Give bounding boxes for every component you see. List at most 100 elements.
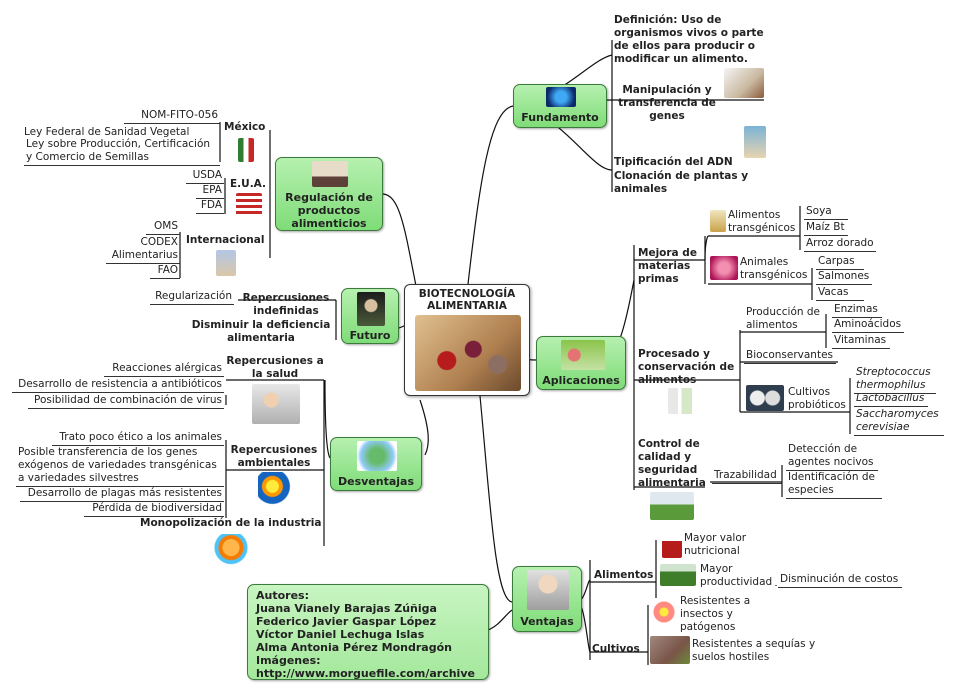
futuro-label: Futuro	[349, 329, 391, 342]
transferencia-item: Posible transferencia de los genes exóge…	[16, 446, 224, 487]
regularizacion-item: Regularización	[150, 290, 234, 305]
branch-fundamento[interactable]: Fundamento	[513, 84, 607, 128]
reacciones-item: Reacciones alérgicas	[104, 362, 224, 377]
manipulacion-text: Manipulación y transferencia de genes	[618, 84, 716, 122]
cultivos-probioticos: Cultivos probióticos	[788, 386, 846, 411]
tipificacion-text: Tipificación del ADN	[614, 156, 733, 168]
deteccion-item: Detección de agentes nocivos	[786, 443, 878, 471]
repercusiones-ambientales: Repercusiones ambientales	[230, 444, 318, 469]
resistencia-item: Desarrollo de resistencia a antibióticos	[12, 378, 224, 393]
dry-soil-image	[650, 636, 690, 664]
central-topic[interactable]: BIOTECNOLOGÍA ALIMENTARIA	[404, 284, 530, 396]
internacional-label: Internacional	[186, 234, 265, 246]
lactobacillus-item: Lactobacillus	[854, 392, 928, 407]
fda-item: FDA	[196, 199, 224, 214]
identificacion-item: Identificación de especies	[786, 471, 882, 499]
field-image	[650, 492, 694, 520]
branch-regulacion[interactable]: Regulación de productos alimenticios	[275, 157, 383, 231]
resistentes-insectos: Resistentes a insectos y patógenos	[680, 595, 751, 633]
codex-item: CODEX Alimentarius	[106, 236, 180, 264]
authors-line: Federico Javier Gaspar López	[256, 615, 436, 628]
chef-image	[527, 570, 569, 610]
branch-futuro[interactable]: Futuro	[341, 288, 399, 344]
salmones-item: Salmones	[816, 270, 872, 285]
enzimas-item: Enzimas	[832, 303, 882, 318]
food-photo	[415, 315, 521, 391]
scientist-image	[252, 384, 300, 424]
authors-line: Imágenes:	[256, 654, 321, 667]
desventajas-label: Desventajas	[337, 475, 415, 488]
authors-line: Víctor Daniel Lechuga Islas	[256, 628, 425, 641]
arroz-item: Arroz dorado	[804, 237, 876, 252]
carpas-item: Carpas	[816, 255, 864, 270]
virus-item: Posibilidad de combinación de virus	[28, 394, 224, 409]
corn-image	[710, 210, 726, 232]
authors-line: Autores:	[256, 589, 309, 602]
mejora-label: Mejora de materias primas	[638, 247, 697, 285]
trazabilidad: Trazabilidad	[712, 469, 782, 484]
definicion-text: Definición: Uso de organismos vivos o pa…	[614, 14, 764, 65]
control-label: Control de calidad y seguridad alimentar…	[638, 438, 706, 489]
regulacion-label: Regulación de productos alimenticios	[285, 191, 373, 230]
monopolizacion: Monopolización de la industria	[140, 517, 322, 529]
bottles-image	[668, 388, 702, 414]
people-image	[216, 250, 236, 276]
biodiversidad-item: Pérdida de biodiversidad	[84, 502, 224, 517]
streptococcus-item: Streptococcus thermophilus	[854, 366, 936, 394]
procesado-label: Procesado y conservación de alimentos	[638, 348, 735, 386]
produccion-alimentos: Producción de alimentos	[746, 306, 820, 331]
vitaminas-item: Vitaminas	[832, 334, 890, 349]
plagas-item: Desarrollo de plagas más resistentes	[20, 487, 224, 502]
vitamins-image	[662, 530, 682, 558]
usa-flag-image	[236, 193, 262, 217]
epa-item: EPA	[196, 184, 224, 199]
maiz-item: Maíz Bt	[804, 221, 848, 236]
mexico-label: México	[224, 121, 266, 133]
disminucion-costos: Disminución de costos	[778, 573, 902, 588]
usda-item: USDA	[186, 169, 224, 184]
mayor-valor: Mayor valor nutricional	[684, 532, 747, 557]
authors-line: Alma Antonia Pérez Mondragón	[256, 641, 452, 654]
syringe-image	[724, 68, 764, 98]
resistentes-sequias: Resistentes a sequías y suelos hostiles	[692, 638, 816, 663]
hand-image	[214, 534, 248, 568]
mexico-flag-image	[238, 138, 254, 162]
trato-item: Trato poco ético a los animales	[52, 431, 224, 446]
globe-image	[357, 441, 397, 471]
cultures-image	[746, 385, 784, 411]
eua-label: E.U.A.	[230, 178, 266, 190]
authors-line: http://www.morguefile.com/archive	[256, 667, 475, 680]
oms-item: OMS	[146, 220, 180, 235]
authors-line: Juana Vianely Barajas Zúñiga	[256, 602, 437, 615]
mayor-productividad: Mayor productividad	[700, 563, 773, 588]
repercusiones-salud: Repercusiones a la salud	[226, 355, 324, 380]
ventajas-alimentos: Alimentos	[594, 569, 654, 581]
authors-box: Autores: Juana Vianely Barajas Zúñiga Fe…	[247, 584, 489, 680]
repercusiones-indefinidas: Repercusiones indefinidas	[242, 292, 330, 317]
branch-ventajas[interactable]: Ventajas	[512, 566, 582, 632]
meat-image	[710, 256, 738, 280]
ley-sanidad-item: Ley Federal de Sanidad Vegetal	[24, 126, 190, 138]
central-title: BIOTECNOLOGÍA ALIMENTARIA	[418, 288, 516, 312]
flower-image	[650, 598, 678, 626]
branch-desventajas[interactable]: Desventajas	[330, 437, 422, 491]
ley-semillas-item: Ley sobre Producción, Certificación y Co…	[24, 138, 220, 166]
alimentos-transgenicos: Alimentos transgénicos	[728, 209, 796, 234]
dna-image	[546, 87, 576, 107]
crops-image	[660, 564, 696, 586]
ventajas-cultivos: Cultivos	[592, 643, 640, 655]
fundamento-label: Fundamento	[521, 111, 599, 124]
vacas-item: Vacas	[816, 286, 864, 301]
soya-item: Soya	[804, 205, 848, 220]
sun-earth-image	[258, 472, 294, 508]
aminoacidos-item: Aminoácidos	[832, 318, 904, 333]
lab-tube-image	[744, 126, 766, 158]
futuro-image	[357, 292, 385, 326]
saccharomyces-item: Saccharomyces cerevisiae	[854, 408, 944, 436]
vegetables-image	[561, 340, 605, 370]
scale-image	[312, 161, 348, 187]
disminuir-deficiencia: Disminuir la deficiencia alimentaria	[191, 319, 331, 344]
aplicaciones-label: Aplicaciones	[542, 374, 620, 387]
animales-transgenicos: Animales transgénicos	[740, 256, 808, 281]
branch-aplicaciones[interactable]: Aplicaciones	[536, 336, 626, 390]
